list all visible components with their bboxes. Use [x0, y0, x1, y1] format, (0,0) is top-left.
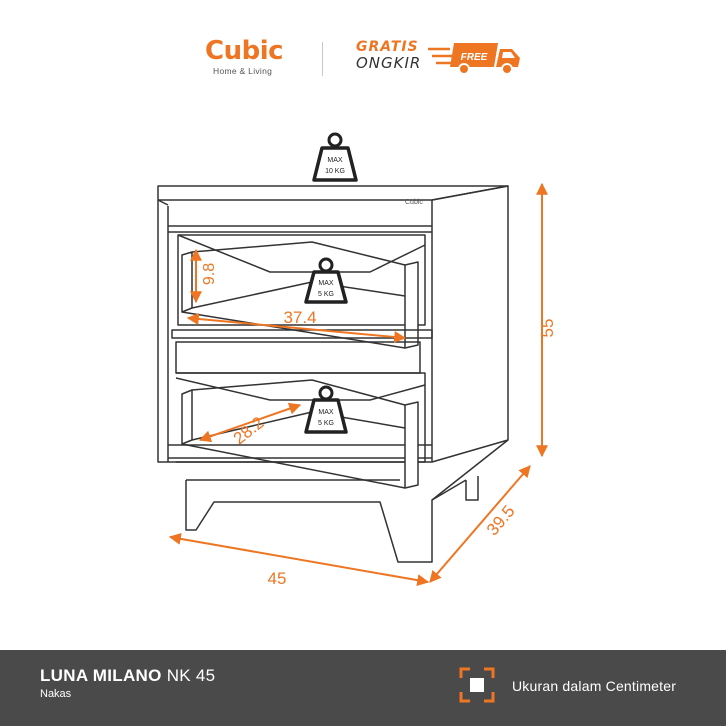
product-type: Nakas	[40, 688, 72, 700]
width-dimension-label: 45	[268, 569, 287, 588]
unit-note: Ukuran dalam Centimeter	[512, 678, 677, 694]
brand-name: Cubic	[205, 36, 284, 66]
free-shipping-promo: GRATIS ONGKIR	[356, 40, 421, 72]
header-divider	[322, 42, 323, 76]
product-footer: LUNA MILANO NK 45 Nakas Ukuran dalam Cen…	[0, 650, 726, 726]
truck-badge-text: FREE	[461, 52, 488, 63]
promo-line-1: GRATIS	[356, 39, 419, 55]
weight-icon-lower-drawer: MAX 5 KG	[304, 385, 348, 434]
brand-tagline: Home & Living	[213, 66, 273, 76]
weight-icon-upper-drawer: MAX 5 KG	[304, 257, 348, 304]
dimension-arrows	[168, 182, 548, 587]
upper-drawer-load-line-1: MAX	[318, 280, 334, 287]
measurement-frame-icon	[459, 667, 495, 703]
promo-line-2: ONGKIR	[356, 54, 422, 72]
lower-drawer-load-line-1: MAX	[318, 409, 334, 416]
product-dimension-drawing: Cubic MAX 10 KG MAX 5 KG MAX 5 KG 55 45 …	[157, 132, 557, 588]
drawer-width-label: 37.4	[283, 308, 316, 327]
top-load-line-2: 10 KG	[325, 168, 345, 175]
product-code: NK 45	[166, 666, 216, 685]
depth-dimension-label: 39.5	[483, 502, 519, 540]
height-dimension-label: 55	[538, 319, 557, 338]
weight-icon-top: MAX 10 KG	[312, 132, 358, 182]
drawer-height-label: 9.8	[201, 263, 218, 285]
top-load-line-1: MAX	[327, 157, 343, 164]
nightstand-outline	[157, 185, 509, 563]
upper-drawer-load-line-2: 5 KG	[318, 291, 334, 298]
header: Cubic Home & Living GRATIS ONGKIR FREE	[0, 0, 726, 100]
brand-logo: Cubic Home & Living	[205, 38, 295, 76]
product-name: LUNA MILANO	[40, 666, 162, 685]
product-title: LUNA MILANO NK 45	[40, 666, 215, 686]
lower-drawer-load-line-2: 5 KG	[318, 420, 334, 427]
delivery-truck-icon: FREE	[428, 43, 520, 75]
cabinet-brand-mark: Cubic	[405, 199, 423, 206]
